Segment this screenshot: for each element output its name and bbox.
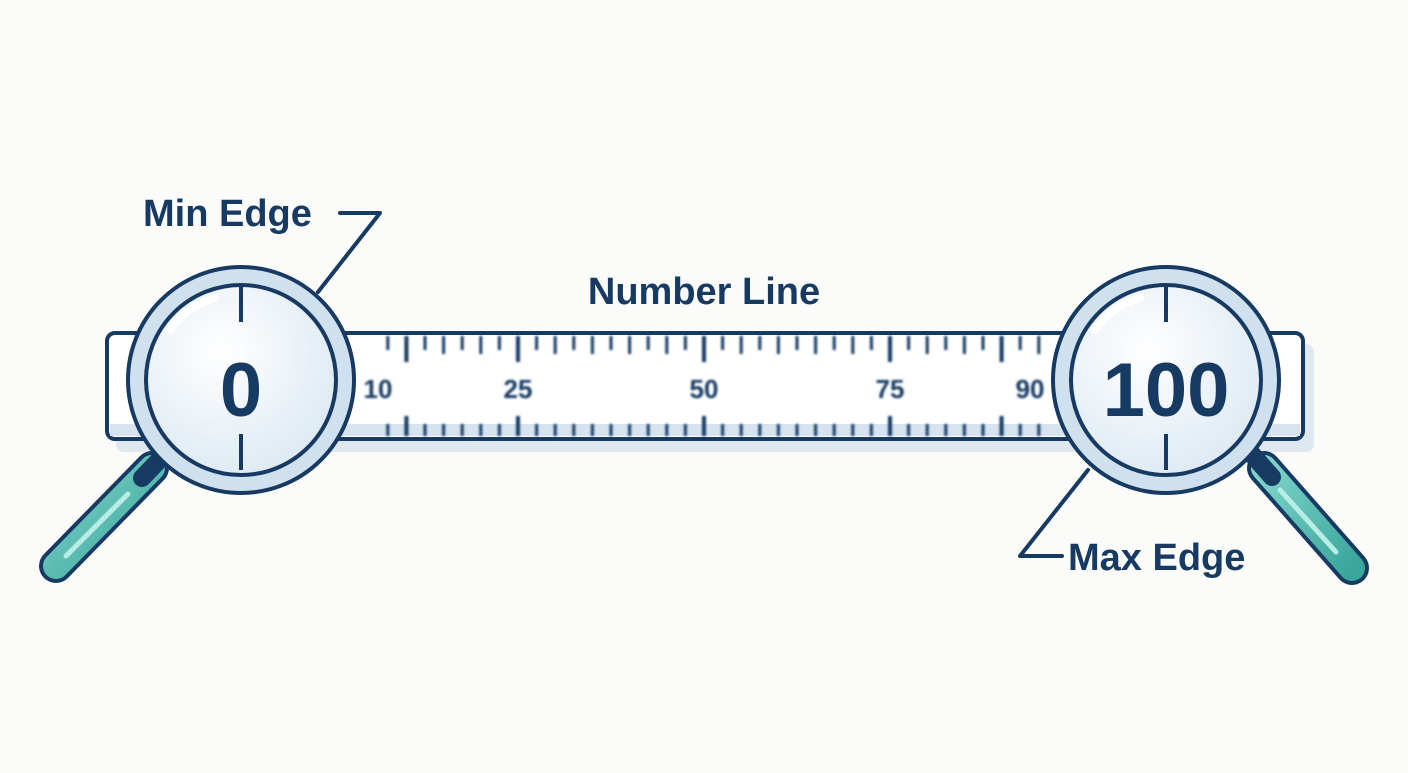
left-lens-glare: [166, 294, 219, 334]
max-edge-leader-line: [1018, 468, 1090, 558]
min-edge-callout: Min Edge: [143, 193, 382, 294]
left-magnifier-handle: [39, 445, 174, 583]
ruler-tick-label: 10: [364, 374, 393, 404]
magnifying-glass-icon: 100: [1051, 265, 1369, 585]
max-edge-label: Max Edge: [1068, 537, 1245, 579]
ruler-tick-labels: 10 25 50 75 90: [364, 374, 1045, 404]
ruler-tick-label: 25: [504, 374, 533, 404]
ruler-tick-label: 90: [1016, 374, 1045, 404]
min-edge-label: Min Edge: [143, 193, 312, 235]
right-magnifier-handle: [1241, 443, 1369, 585]
ruler-tick-label: 75: [876, 374, 905, 404]
left-lens-glass: [144, 283, 338, 477]
right-lens-glass: [1069, 283, 1263, 477]
min-value: 0: [220, 348, 262, 433]
ruler-tick-label: 50: [690, 374, 719, 404]
diagram-title: Number Line: [588, 271, 820, 313]
ruler-ticks: [386, 336, 1041, 436]
min-edge-leader-line: [316, 211, 382, 294]
max-value: 100: [1103, 348, 1230, 433]
magnifying-glass-icon: 0: [39, 265, 356, 583]
max-edge-callout: Max Edge: [1018, 468, 1245, 579]
right-lens-glare: [1091, 294, 1144, 334]
